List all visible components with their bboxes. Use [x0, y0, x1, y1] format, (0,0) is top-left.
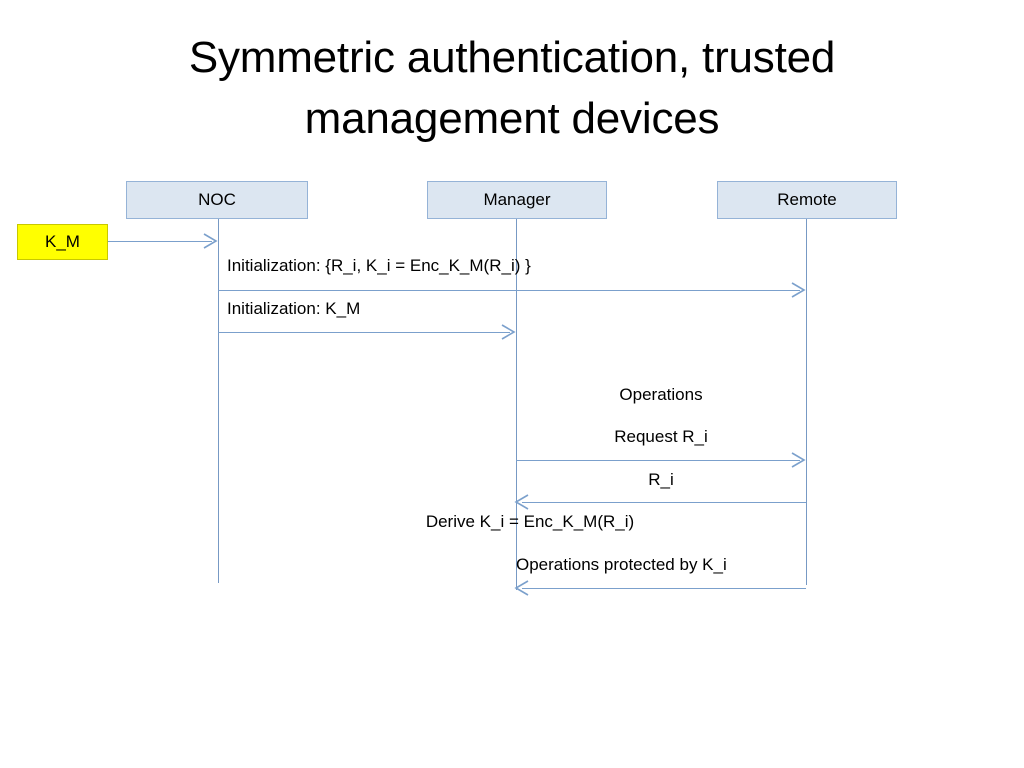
message-label-m2: Initialization: K_M: [227, 299, 361, 318]
message-label-m1: Initialization: {R_i, K_i = Enc_K_M(R_i)…: [227, 256, 531, 275]
callout-km-arrow-line: [108, 241, 212, 242]
actor-box-remote[interactable]: Remote: [717, 181, 897, 219]
message-line-m4: [516, 460, 800, 461]
callout-km-label: K_M: [45, 232, 80, 251]
message-label-m7: Operations protected by K_i: [516, 555, 727, 574]
message-arrow-head-m7-icon: [514, 580, 529, 596]
message-line-m2: [218, 332, 510, 333]
message-line-m7: [522, 588, 806, 589]
message-arrow-head-m4-icon: [791, 452, 806, 468]
page-title: Symmetric authentication, trusted manage…: [188, 33, 836, 143]
actor-label-noc: NOC: [198, 190, 236, 209]
message-line-m1: [218, 290, 800, 291]
message-label-m5: R_i: [648, 470, 674, 489]
message-arrow-head-m2-icon: [501, 324, 516, 340]
lifeline-noc: [218, 219, 219, 583]
actor-box-noc[interactable]: NOC: [126, 181, 308, 219]
lifeline-manager: [516, 219, 517, 590]
message-arrow-head-m1-icon: [791, 282, 806, 298]
message-line-m5: [522, 502, 806, 503]
actor-label-remote: Remote: [777, 190, 837, 209]
actor-label-manager: Manager: [483, 190, 551, 209]
callout-km[interactable]: K_M: [17, 224, 108, 260]
message-label-m4: Request R_i: [614, 427, 708, 446]
callout-km-arrow-head-icon: [203, 233, 218, 249]
message-label-m3: Operations: [619, 385, 703, 404]
lifeline-remote: [806, 219, 807, 585]
actor-box-manager[interactable]: Manager: [427, 181, 607, 219]
message-label-m6: Derive K_i = Enc_K_M(R_i): [425, 512, 635, 531]
message-arrow-head-m5-icon: [514, 494, 529, 510]
